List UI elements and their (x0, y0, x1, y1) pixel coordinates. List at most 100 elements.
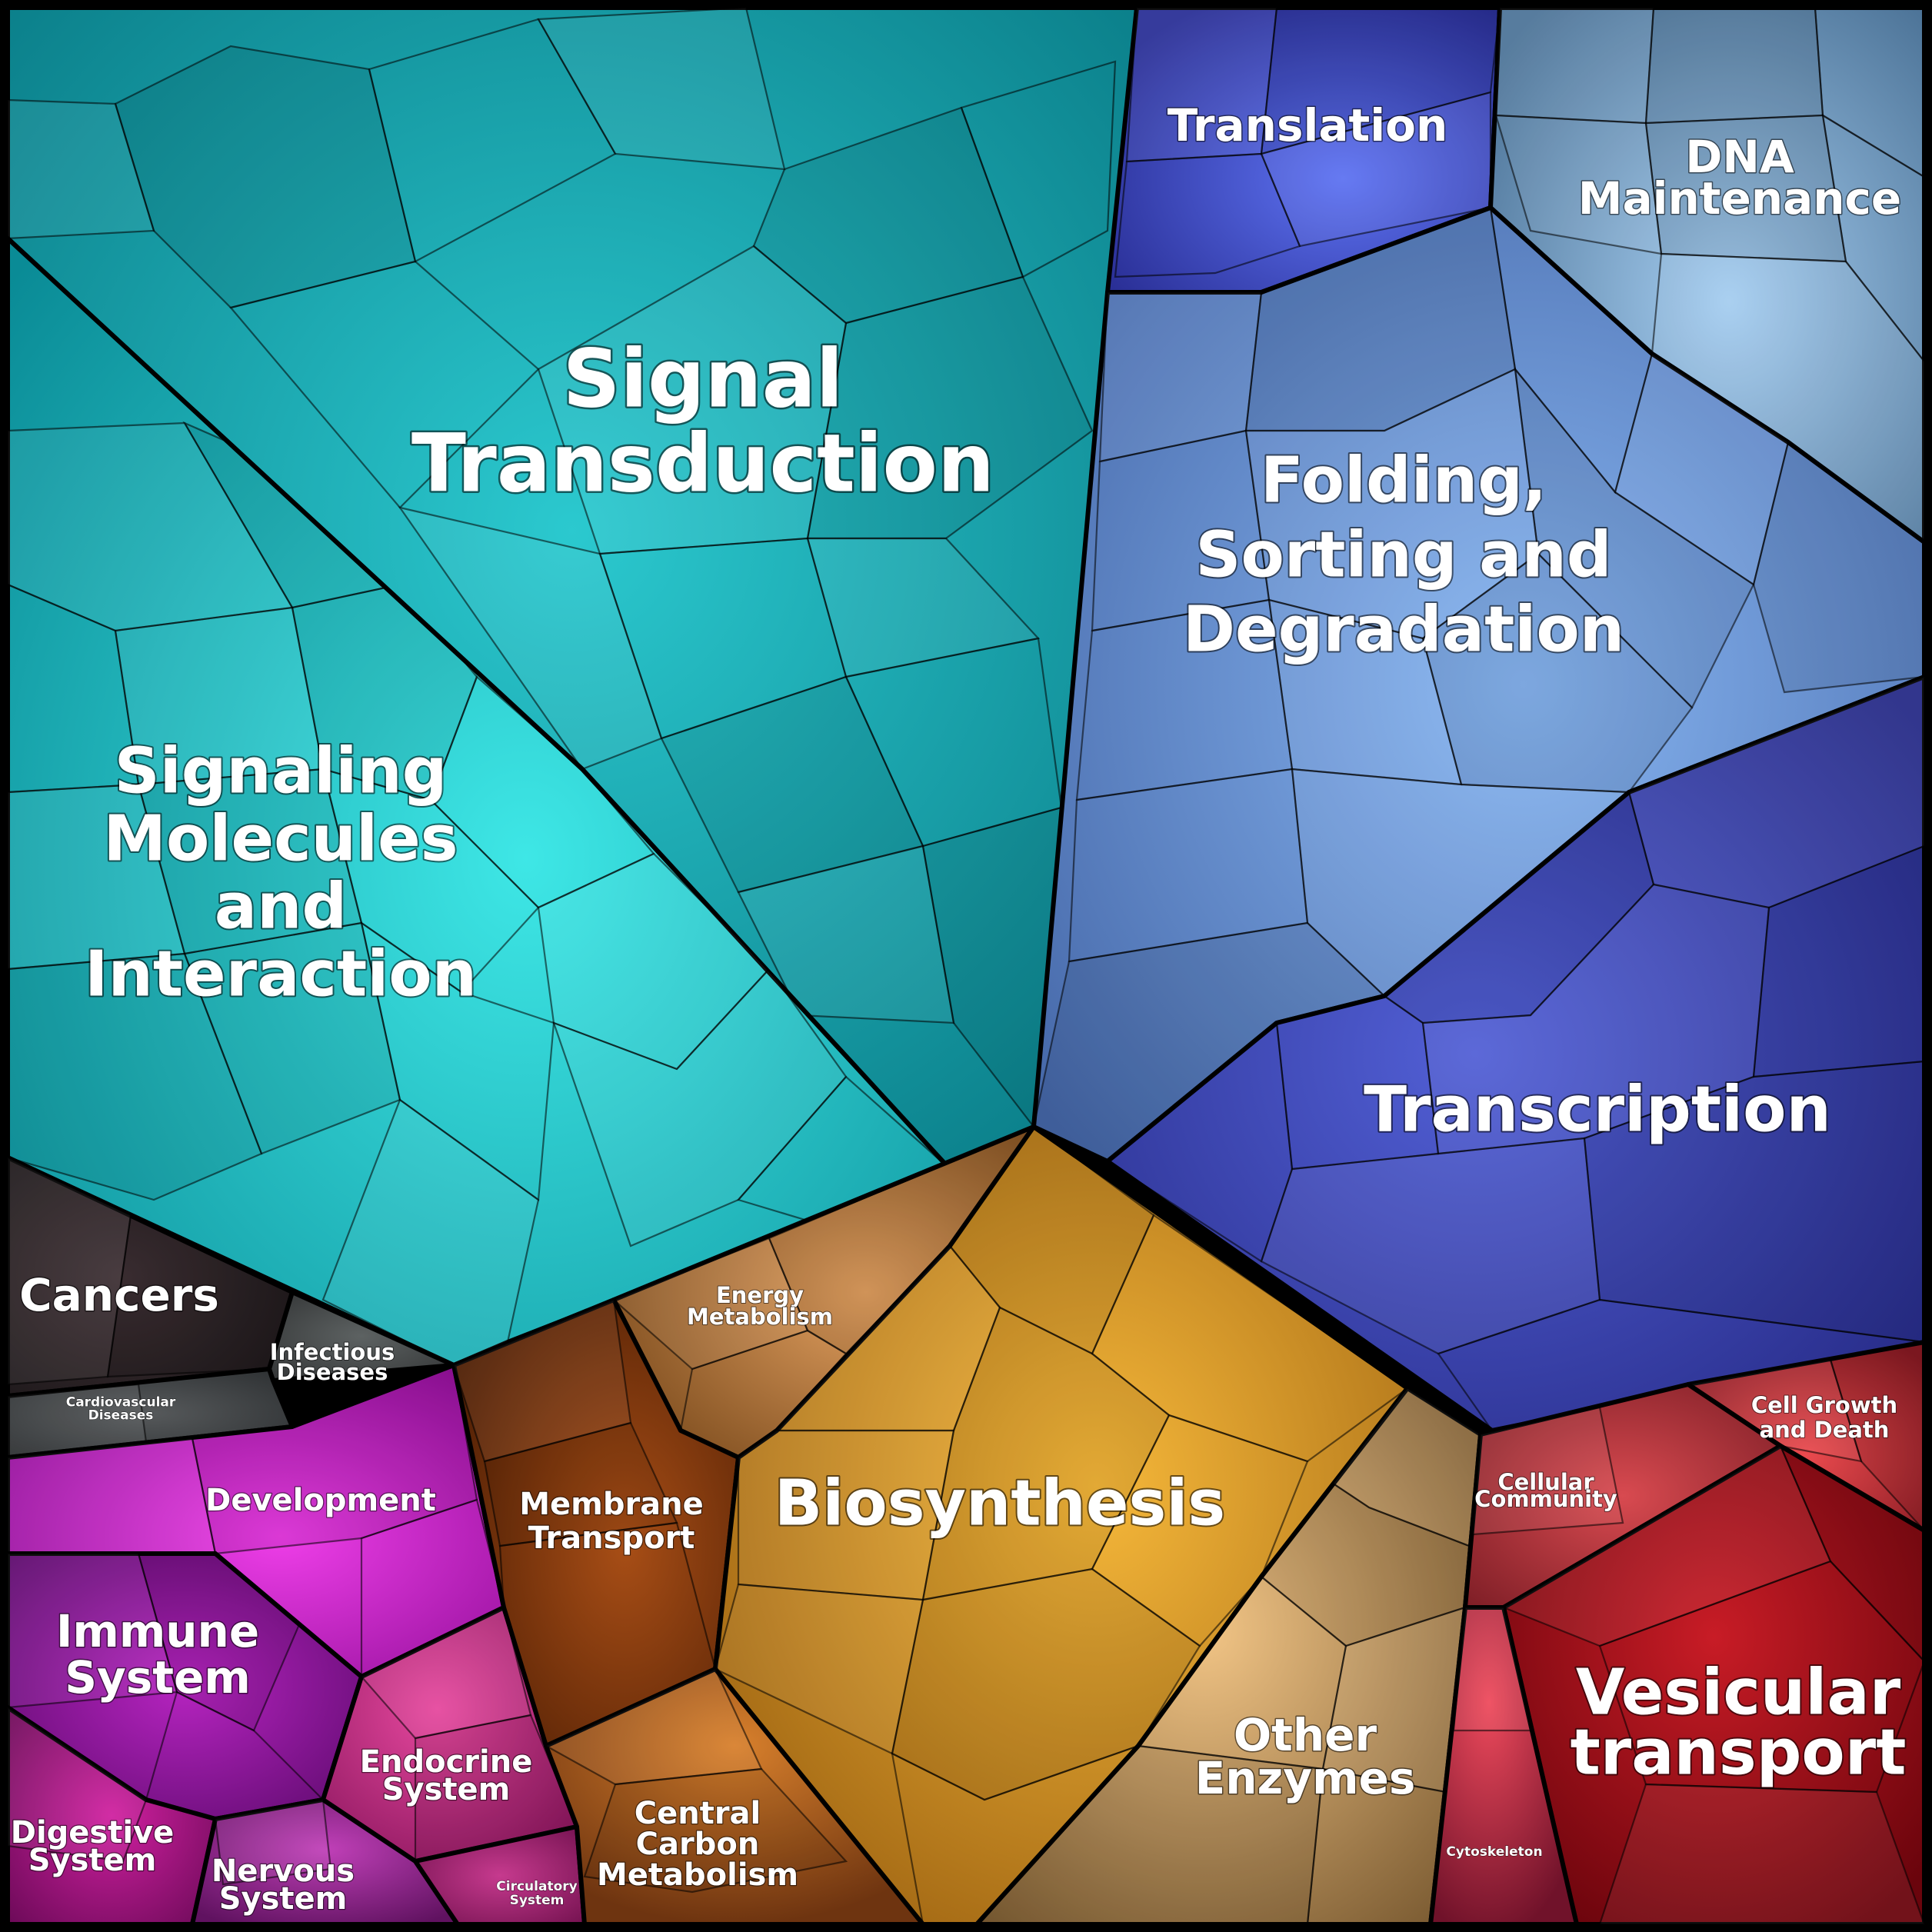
label-line: DNA (1685, 131, 1794, 183)
label-line: System (510, 1893, 565, 1908)
region-cells-transcription (1108, 677, 1924, 1431)
label-cytoskeleton: Cytoskeleton (1446, 1844, 1542, 1860)
label-development: Development (205, 1483, 436, 1518)
sub-cell (806, 275, 1094, 540)
label-line: Transport (528, 1521, 695, 1556)
region-transcription[interactable] (1105, 675, 1927, 1433)
sub-cell (1452, 1607, 1532, 1732)
region-cytoskeleton[interactable] (1428, 1605, 1579, 1927)
sub-cell (1306, 1767, 1447, 1924)
sub-cell (1471, 1406, 1624, 1536)
region-biosynthesis[interactable] (713, 1124, 1410, 1927)
label-line: System (219, 1881, 348, 1917)
region-cells-membrane-transport (454, 1300, 717, 1746)
label-line: Folding, (1261, 444, 1547, 517)
label-translation: Translation (1168, 99, 1448, 152)
label-line: Community (1474, 1486, 1617, 1512)
region-translation[interactable] (1105, 5, 1502, 295)
region-dna-maintenance[interactable] (1488, 5, 1927, 545)
label-cancers: Cancers (19, 1269, 219, 1321)
label-line: Biosynthesis (774, 1467, 1226, 1540)
region-cellular-community[interactable] (1463, 1382, 1783, 1610)
label-line: Circulatory (496, 1879, 577, 1894)
label-line: Molecules (103, 802, 458, 875)
label-line: Cancers (19, 1269, 219, 1321)
sub-cell (1583, 1060, 1924, 1344)
label-transcription: Transcription (1364, 1073, 1831, 1146)
region-energy-metabolism[interactable] (611, 1124, 1036, 1460)
label-line: Cell Growth (1751, 1392, 1897, 1418)
label-line: Cytoskeleton (1446, 1844, 1542, 1860)
region-development[interactable] (5, 1363, 506, 1679)
region-cells-vesicular-transport (1504, 1446, 1924, 1924)
region-cells-endocrine-system (360, 1607, 577, 1861)
sub-cell (583, 1767, 848, 1894)
region-endocrine-system[interactable] (321, 1605, 579, 1864)
region-signaling-molecules[interactable] (5, 236, 952, 1367)
sub-cell (1514, 366, 1755, 709)
region-cancers[interactable] (5, 1155, 295, 1398)
sub-cell (977, 1744, 1324, 1924)
sub-cell (1114, 152, 1301, 278)
region-cells-dna-maintenance (1494, 8, 1924, 542)
sub-cell (1814, 8, 1924, 178)
region-cells-digestive-system (8, 1707, 148, 1863)
sub-cell (1091, 1414, 1309, 1647)
sub-cell (960, 60, 1117, 278)
label-line: Signaling (115, 734, 448, 808)
label-line: Transduction (411, 416, 994, 510)
sub-cell (8, 952, 263, 1201)
sub-cell (8, 1437, 217, 1555)
label-line: Diseases (277, 1359, 388, 1385)
sub-cell (1821, 113, 1924, 365)
region-membrane-transport[interactable] (451, 1297, 741, 1748)
region-cells-cytoskeleton (1452, 1607, 1532, 1732)
label-line: Metabolism (597, 1857, 798, 1893)
region-central-carbon[interactable] (544, 1667, 925, 1927)
region-vesicular-transport[interactable] (1501, 1444, 1927, 1927)
sub-cell (1598, 1783, 1924, 1924)
label-line: Other (1234, 1709, 1377, 1761)
label-line: Digestive (11, 1815, 175, 1850)
label-line: Metabolism (687, 1304, 833, 1330)
region-cells-cancers (8, 1158, 292, 1386)
region-cell-growth[interactable] (1686, 1340, 1927, 1533)
label-line: Cardiovascular (66, 1395, 176, 1411)
label-line: Infectious (270, 1339, 395, 1365)
label-line: Nervous (212, 1854, 355, 1889)
label-line: Endocrine (360, 1744, 533, 1780)
region-cells-cell-growth (1688, 1342, 1924, 1531)
label-line: Carbon (636, 1827, 760, 1862)
region-cells-development (8, 1365, 504, 1677)
sub-cell (8, 1707, 148, 1863)
sub-cell (1494, 8, 1655, 125)
sub-cell (1829, 1342, 1924, 1531)
region-cells-translation (1114, 8, 1500, 278)
sub-cell (1598, 1560, 1924, 1794)
region-other-enzymes[interactable] (974, 1386, 1483, 1927)
label-biosynthesis: Biosynthesis (774, 1467, 1226, 1540)
sub-cell (398, 506, 663, 771)
label-line: Development (205, 1483, 436, 1518)
sub-cell (737, 1075, 950, 1224)
label-line: Sorting and (1195, 518, 1611, 591)
region-cells-central-carbon (546, 1669, 848, 1894)
sub-cell (1752, 844, 1924, 1078)
label-line: Transcription (1364, 1073, 1831, 1146)
region-immune-system[interactable] (5, 1551, 364, 1821)
